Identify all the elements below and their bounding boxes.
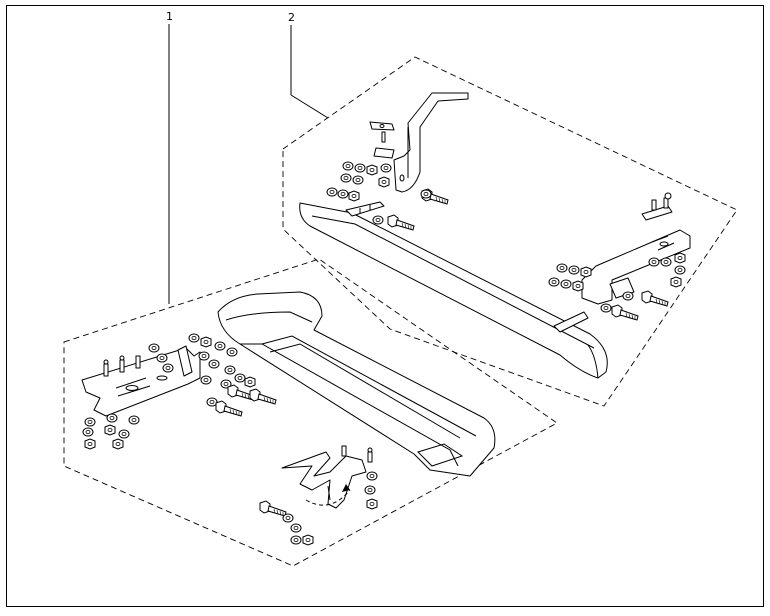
kit-2-upper-bracket <box>369 92 469 193</box>
drawing-frame <box>6 5 764 607</box>
callout-label-2: 2 <box>288 11 295 24</box>
kit-1-lower-bracket <box>281 445 373 509</box>
kit-2-rear-mount-plate <box>553 311 589 333</box>
callout-label-1: 1 <box>166 10 173 23</box>
kit-1-step-board <box>217 291 496 477</box>
kit-2-left-mount-plate <box>345 201 385 217</box>
kit-1-left-bracket <box>81 345 201 417</box>
callout-leader-2b <box>290 94 329 119</box>
kit-2-right-bracket <box>581 192 691 305</box>
kit-2-running-board <box>299 202 608 379</box>
kit-1-boundary <box>63 258 558 567</box>
kit-2-boundary <box>282 56 738 407</box>
